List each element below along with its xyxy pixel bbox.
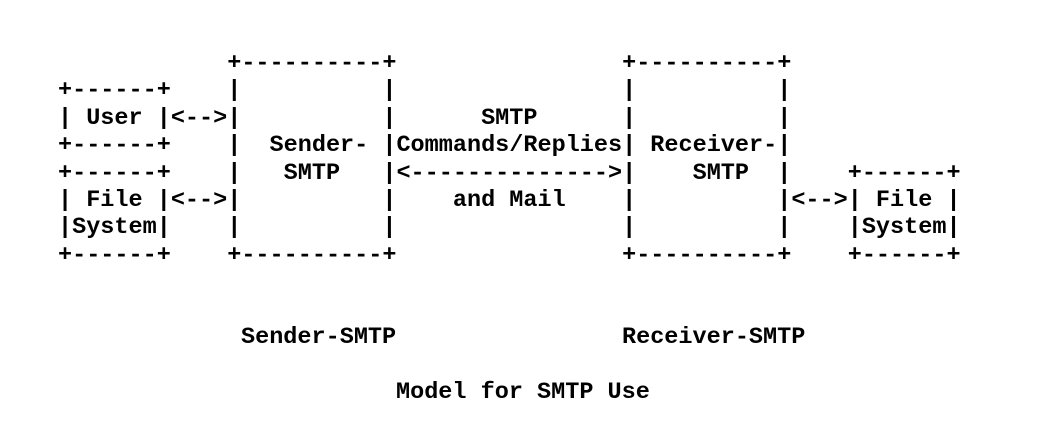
sender-smtp-label: Sender-SMTP: [241, 324, 397, 351]
diagram-caption: Model for SMTP Use: [396, 379, 650, 406]
receiver-smtp-label: Receiver-SMTP: [622, 324, 806, 351]
ascii-art-diagram: +----------+ +----------+ +------+ | | |…: [58, 50, 961, 269]
